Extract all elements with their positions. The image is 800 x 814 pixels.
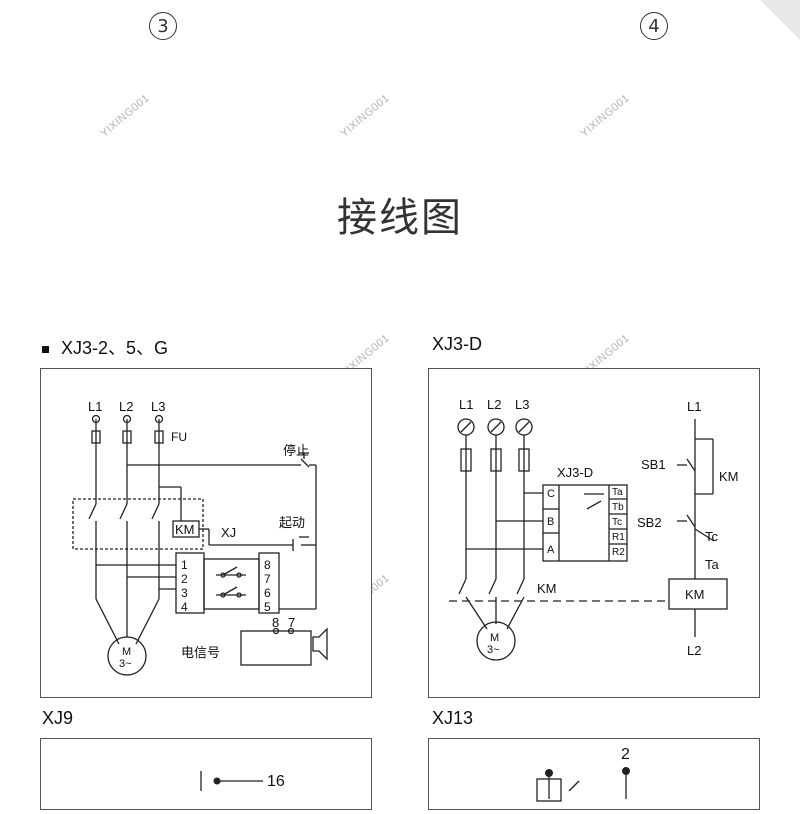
pin-label: 16 (267, 773, 285, 790)
wiring-diagram-xj9: 16 (200, 771, 285, 791)
pin-label: 2 (181, 572, 188, 586)
motor-label: M (122, 646, 131, 658)
diagram-xj9: 16 (40, 738, 372, 810)
km-contact-label: KM (719, 469, 739, 484)
page-title: 接线图 (337, 195, 463, 241)
pin-label: 2 (621, 746, 630, 763)
phase-label: L2 (119, 399, 133, 414)
module-label: XJ3-D (557, 465, 593, 480)
pin-label: 8 (264, 558, 271, 572)
watermark: YIXING001 (338, 92, 392, 140)
wiring-diagram-xj3-d: L1 L2 L3 XJ3-D C B A Ta Tb Tc R1 R2 KM L… (449, 397, 739, 661)
diagram-xj3-2: L1 L2 L3 FU 停止 起动 KM XJ 1 2 3 4 8 7 6 5 … (40, 368, 372, 698)
relay-label: XJ (221, 525, 236, 540)
pin-label: 7 (264, 572, 271, 586)
section-label-xj3-d: XJ3-D (432, 334, 483, 354)
section-label-xj3-2: XJ3-2、5、G (42, 334, 168, 360)
output-label: R2 (612, 547, 625, 558)
page-number-left: 3 (149, 12, 177, 40)
start-label: 起动 (279, 515, 305, 530)
tc-label: Tc (705, 529, 719, 544)
phase-label: L3 (515, 397, 529, 412)
km-label: KM (175, 522, 195, 537)
phase-label: L1 (88, 399, 102, 414)
ta-label: Ta (705, 557, 720, 572)
phase-label: L1 (459, 397, 473, 412)
page-number-right: 4 (640, 12, 668, 40)
section-label-xj9: XJ9 (42, 708, 74, 728)
input-label: A (547, 544, 555, 556)
input-label: B (547, 516, 554, 528)
motor-sub-label: 3~ (487, 644, 500, 656)
diagram-xj13: 2 (428, 738, 760, 810)
page-corner-fold (760, 0, 800, 40)
watermark: YIXING001 (578, 92, 632, 140)
diagram-xj3-d: L1 L2 L3 XJ3-D C B A Ta Tb Tc R1 R2 KM L… (428, 368, 760, 698)
input-label: C (547, 488, 555, 500)
wiring-diagram-xj13: 2 (536, 746, 630, 802)
bullet-icon (42, 345, 49, 353)
output-label: R1 (612, 532, 625, 543)
pin-label: 6 (264, 586, 271, 600)
pin-label: 1 (181, 558, 188, 572)
signal-pin-label: 8 (272, 615, 279, 630)
phase-label: L2 (487, 397, 501, 412)
signal-pin-label: 7 (288, 615, 295, 630)
signal-label: 电信号 (181, 645, 220, 660)
phase-label: L3 (151, 399, 165, 414)
pin-label: 3 (181, 586, 188, 600)
fuse-label: FU (171, 430, 187, 444)
wiring-diagram-xj3-2: L1 L2 L3 FU 停止 起动 KM XJ 1 2 3 4 8 7 6 5 … (72, 399, 328, 676)
sb1-label: SB1 (641, 457, 666, 472)
output-label: Tc (612, 517, 622, 528)
watermark: YIXING001 (98, 92, 152, 140)
motor-sub-label: 3~ (119, 658, 132, 670)
l2-label: L2 (687, 643, 701, 658)
output-label: Tb (612, 502, 624, 513)
l1-label: L1 (687, 399, 701, 414)
sb2-label: SB2 (637, 515, 662, 530)
km-label: KM (537, 581, 557, 596)
stop-label: 停止 (283, 443, 309, 458)
output-label: Ta (612, 487, 623, 498)
pin-label: 5 (264, 600, 271, 614)
section-label-xj13: XJ13 (432, 708, 474, 728)
km-coil-label: KM (685, 587, 705, 602)
motor-label: M (490, 632, 499, 644)
pin-label: 4 (181, 600, 188, 614)
